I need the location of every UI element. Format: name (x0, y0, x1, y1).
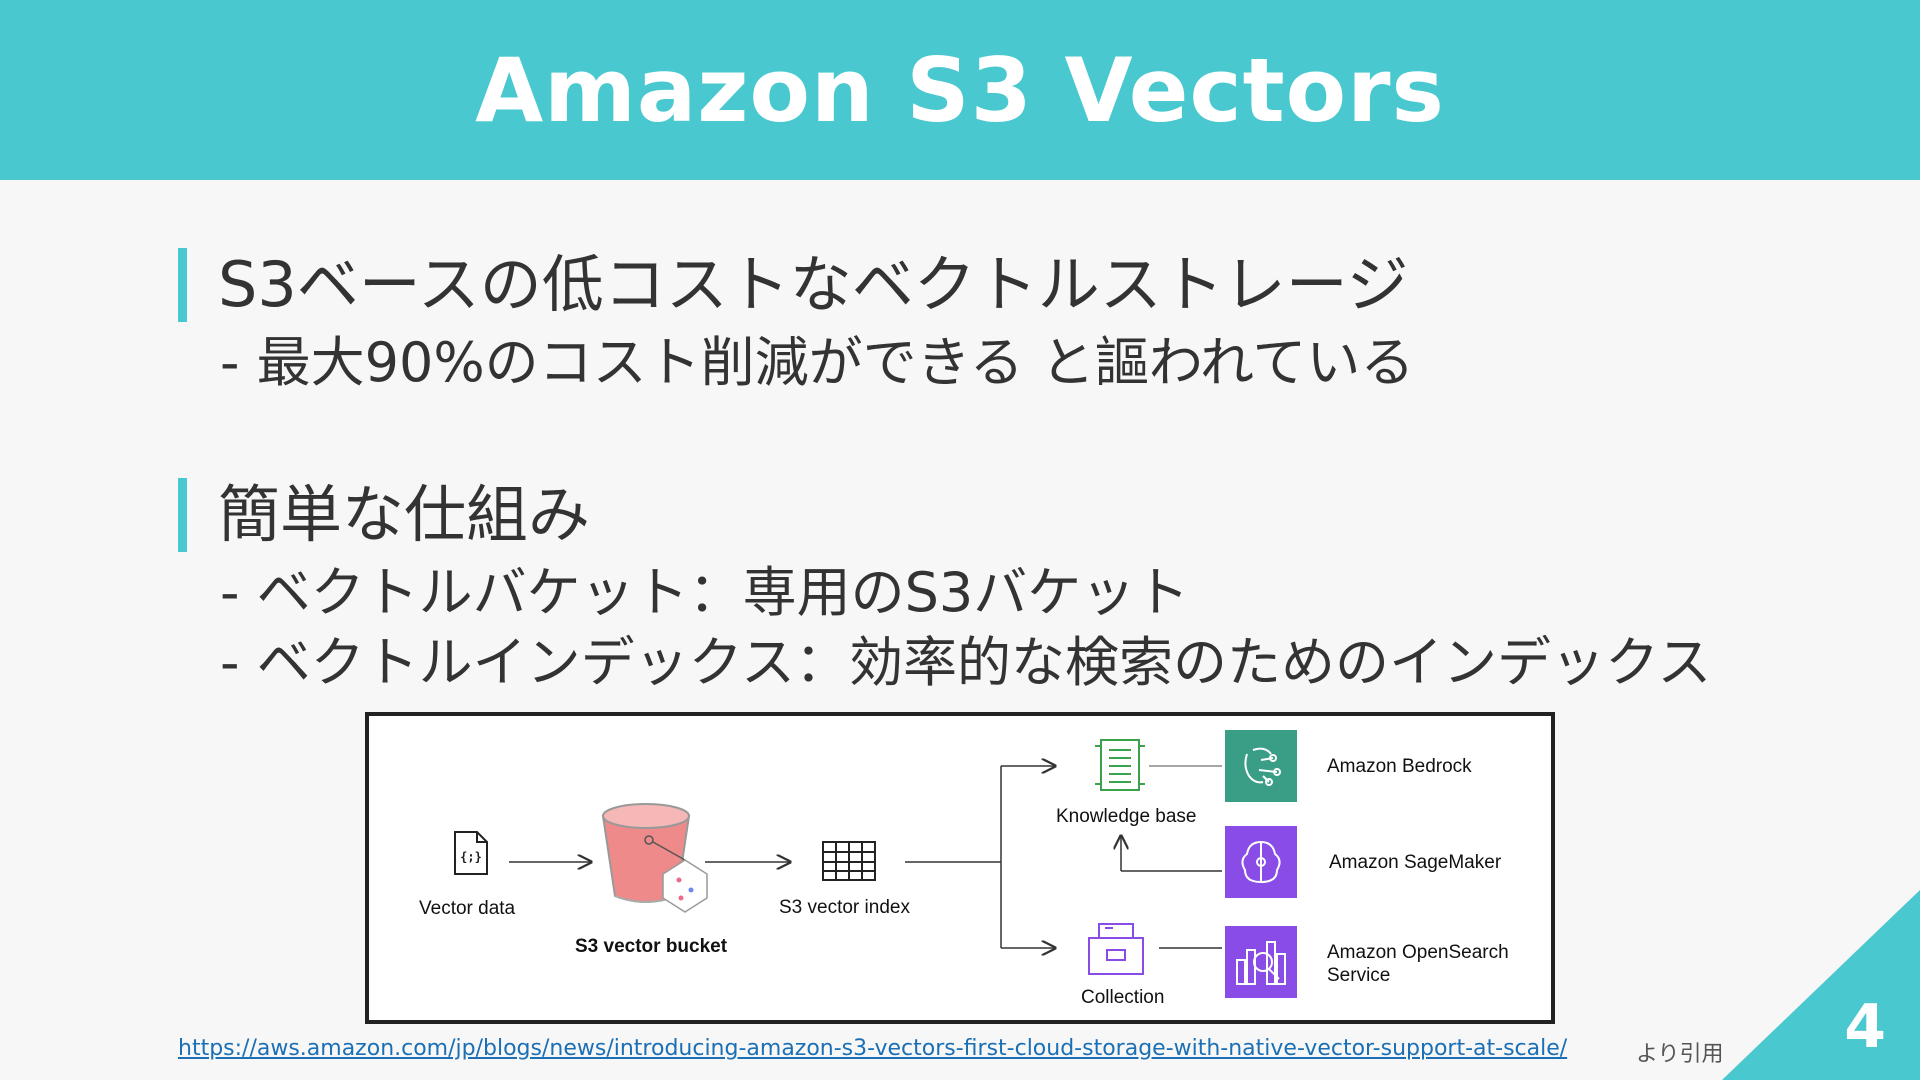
bullet-item: - ベクトルインデックス：効率的な検索のためのインデックス (220, 631, 1712, 694)
bedrock-icon (1225, 730, 1297, 802)
knowledge-base-label: Knowledge base (1056, 806, 1197, 827)
corner-decoration (1722, 890, 1920, 1080)
sagemaker-label: Amazon SageMaker (1329, 852, 1502, 873)
section-accent-bar (178, 478, 187, 552)
opensearch-label-line1: Amazon OpenSearch (1327, 942, 1509, 963)
vector-data-label: Vector data (419, 898, 516, 919)
opensearch-label-line2: Service (1327, 965, 1391, 986)
slide-header: Amazon S3 Vectors (0, 0, 1920, 180)
bullet-item: - ベクトルバケット：専用のS3バケット (220, 561, 1190, 624)
index-label: S3 vector index (779, 897, 910, 918)
section-accent-bar (178, 248, 187, 322)
bedrock-label: Amazon Bedrock (1327, 756, 1472, 777)
section-heading: S3ベースの低コストなベクトルストレージ (218, 248, 1409, 321)
collection-icon (1088, 923, 1144, 975)
s3-bucket-icon (601, 803, 708, 913)
table-icon (822, 841, 876, 881)
source-link[interactable]: https://aws.amazon.com/jp/blogs/news/int… (178, 1036, 1568, 1061)
svg-text:{;}: {;} (460, 850, 482, 864)
architecture-diagram: {;} (365, 712, 1555, 1024)
opensearch-icon (1225, 926, 1297, 998)
diagram-connectors: {;} (454, 739, 1222, 975)
bucket-label: S3 vector bucket (575, 936, 728, 957)
source-note: より引用 (1636, 1042, 1724, 1067)
collection-label: Collection (1081, 987, 1165, 1008)
json-file-icon: {;} (454, 831, 488, 875)
sagemaker-icon (1225, 826, 1297, 898)
knowledge-base-icon (1095, 739, 1145, 791)
page-number: 4 (1844, 992, 1886, 1062)
section-heading: 簡単な仕組み (218, 478, 591, 551)
slide-title: Amazon S3 Vectors (475, 38, 1445, 142)
bullet-item: - 最大90%のコスト削減ができる と謳われている (220, 331, 1415, 394)
